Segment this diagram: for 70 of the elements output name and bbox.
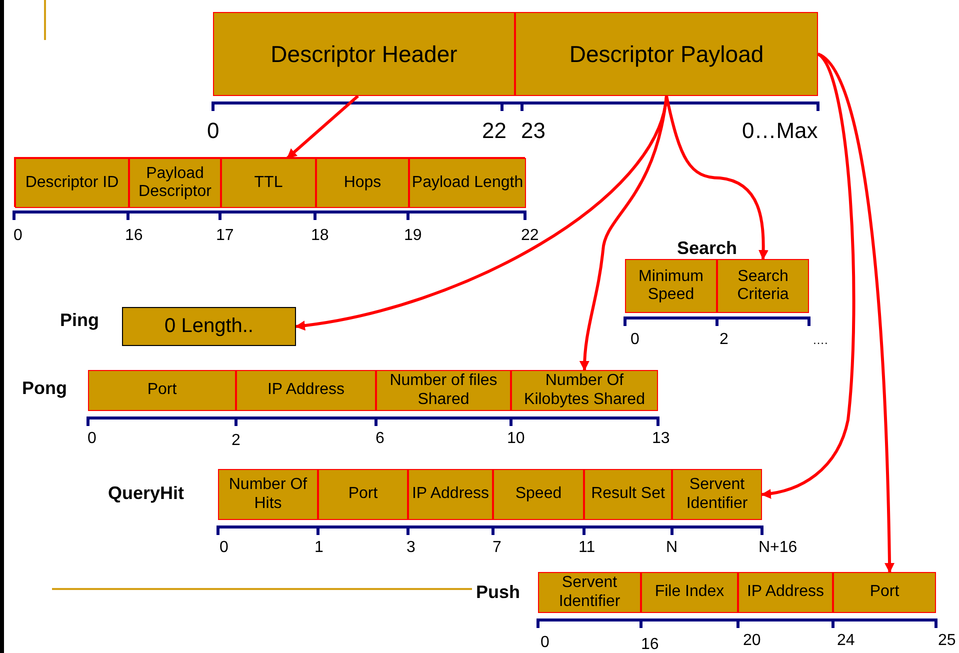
descriptor-section: Descriptor Payload — [515, 12, 818, 96]
byte-offset-label: N — [666, 539, 678, 557]
byte-offset-label: 10 — [507, 430, 525, 448]
byte-offset-label: 6 — [376, 430, 384, 448]
packet-format-row — [476, 572, 936, 613]
descriptor-section: Descriptor Header — [213, 12, 515, 96]
byte-offset-label: 23 — [521, 118, 546, 144]
field-cell: Search Criteria — [717, 259, 809, 313]
byte-offset-label: …. — [812, 333, 828, 347]
packet-format-row — [22, 370, 658, 411]
field-cell: Number of files Shared — [376, 370, 511, 411]
byte-offset-label: 0 — [630, 331, 640, 349]
byte-offset-label: 25 — [938, 632, 956, 650]
message-type-heading: Push — [476, 582, 520, 603]
byte-offset-label: 0 — [540, 634, 550, 652]
byte-offset-label: 18 — [311, 227, 329, 245]
field-cell: Servent Identifier — [672, 469, 762, 520]
field-cell: TTL — [221, 158, 316, 208]
arrow — [665, 96, 768, 260]
field-cell: Port — [833, 572, 936, 613]
byte-offset-label: 22 — [482, 118, 506, 144]
field-cell: Servent Identifier — [538, 572, 641, 613]
byte-offset-label: 7 — [492, 539, 502, 557]
field-cell: IP Address — [236, 370, 376, 411]
byte-offset-label: 16 — [641, 636, 659, 653]
byte-offset-label: 0 — [220, 539, 228, 557]
byte-offset-label: 0…Max — [742, 118, 818, 144]
packet-format-row — [108, 469, 762, 520]
packet-format-row — [14, 157, 525, 207]
field-cell: Result Set — [584, 469, 672, 520]
field-cell: Hops — [316, 158, 409, 208]
field-cell: Speed — [493, 469, 584, 520]
message-type-heading: Pong — [22, 378, 67, 399]
byte-offset-label: 0 — [14, 227, 22, 245]
field-cell: Payload Descriptor — [129, 158, 221, 208]
byte-offset-label: 11 — [578, 539, 596, 557]
field-cell: Payload Length — [409, 158, 526, 208]
field-cell: 0 Length.. — [122, 307, 296, 346]
byte-offset-label: 16 — [125, 227, 143, 245]
arrow — [761, 52, 856, 498]
field-cell: Port — [88, 370, 236, 411]
field-cell: IP Address — [408, 469, 493, 520]
message-type-heading: Search — [677, 238, 738, 259]
message-type-heading: Ping — [60, 310, 99, 331]
field-cell: Port — [318, 469, 408, 520]
packet-format-row — [625, 238, 809, 313]
byte-offset-label: 1 — [314, 539, 324, 557]
message-type-heading: QueryHit — [108, 483, 184, 504]
byte-offset-label: 19 — [404, 227, 422, 245]
packet-format-row — [60, 307, 296, 346]
field-cell: Descriptor ID — [15, 158, 129, 208]
arrow — [286, 94, 359, 160]
byte-offset-label: 24 — [837, 632, 855, 650]
byte-offset-label: 2 — [232, 432, 240, 450]
field-cell: Number Of Hits — [218, 469, 318, 520]
field-cell: IP Address — [738, 572, 833, 613]
byte-offset-label: 22 — [521, 227, 539, 245]
field-cell: File Index — [641, 572, 738, 613]
byte-offset-label: 3 — [406, 539, 416, 557]
byte-offset-label: 0 — [207, 118, 220, 144]
byte-offset-label: 17 — [216, 227, 234, 245]
byte-offset-label: N+16 — [758, 539, 798, 557]
byte-offset-label: 2 — [720, 331, 728, 349]
field-cell: Number Of Kilobytes Shared — [511, 370, 658, 411]
byte-offset-label: 13 — [652, 430, 670, 448]
field-cell: Minimum Speed — [625, 259, 717, 313]
byte-offset-label: 20 — [743, 632, 761, 650]
arrow — [817, 52, 894, 573]
arrow — [580, 96, 668, 371]
byte-offset-label: 0 — [88, 430, 96, 448]
